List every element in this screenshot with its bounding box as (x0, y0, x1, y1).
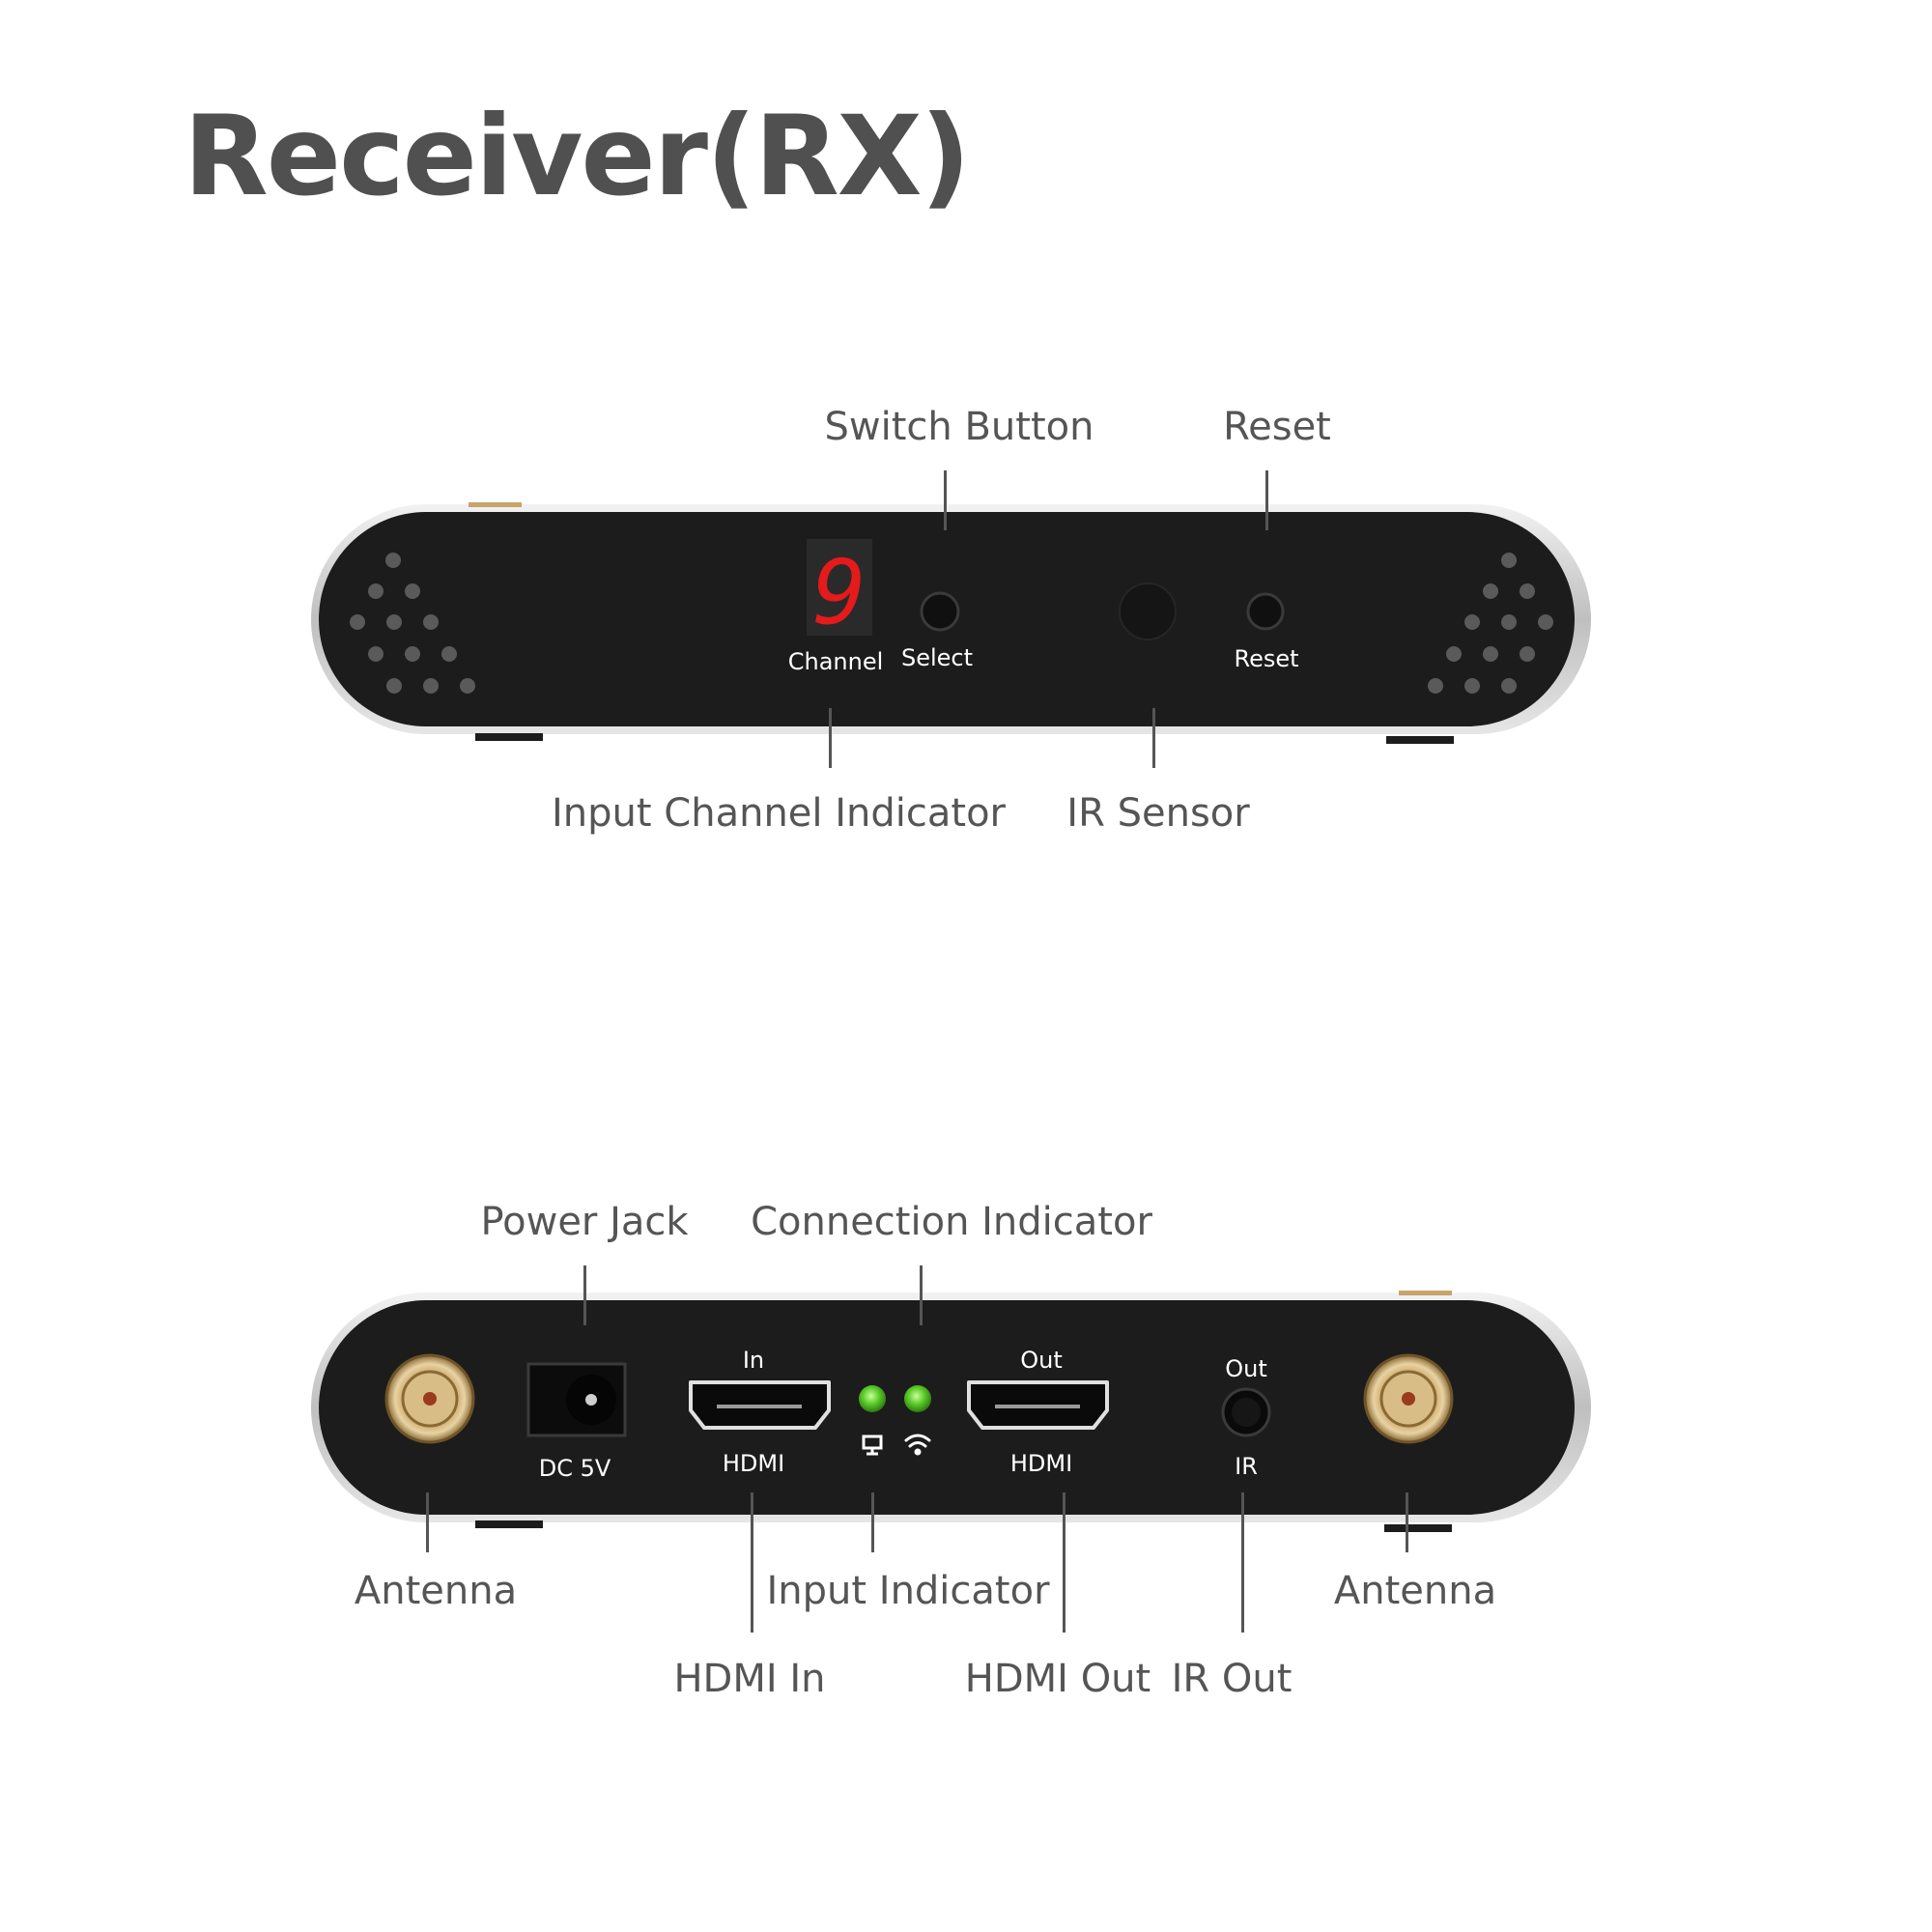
callout-connection-indicator: Connection Indicator (751, 1200, 1152, 1244)
hdmi-out-top-label: Out (1020, 1347, 1063, 1374)
seven-segment-display (807, 539, 872, 636)
speaker-grille-left (350, 553, 475, 694)
callout-input-indicator: Input Indicator (766, 1569, 1050, 1613)
callout-ir-out: IR Out (1171, 1657, 1293, 1701)
leader-switch-button (944, 470, 947, 530)
page-title: Receiver(RX) (184, 92, 971, 220)
channel-digit: 9 (812, 541, 866, 644)
power-jack (526, 1362, 627, 1437)
front-top-accent (469, 502, 522, 507)
select-button (920, 591, 960, 632)
hdmi-in-top-label: In (742, 1347, 765, 1374)
leader-connection-indicator (920, 1265, 923, 1325)
select-panel-label: Select (900, 644, 974, 671)
reset-button (1246, 592, 1285, 631)
connection-indicator-led (904, 1385, 931, 1412)
ir-out-jack (1221, 1387, 1271, 1437)
hdmi-out-port (967, 1380, 1109, 1430)
callout-ir-sensor: IR Sensor (1066, 791, 1250, 836)
callout-switch-button: Switch Button (824, 405, 1094, 449)
reset-panel-label: Reset (1234, 645, 1299, 672)
callout-reset: Reset (1223, 405, 1331, 449)
callout-antenna-right: Antenna (1333, 1569, 1497, 1613)
antenna-connector-right (1363, 1353, 1454, 1444)
callout-input-channel-indicator: Input Channel Indicator (552, 791, 1006, 836)
hdmi-in-bottom-label: HDMI (722, 1450, 785, 1477)
hdmi-in-port (689, 1380, 831, 1430)
monitor-icon (862, 1435, 883, 1456)
speaker-grille-right (1428, 553, 1553, 694)
rear-body (319, 1300, 1575, 1515)
antenna-connector-left (384, 1353, 475, 1444)
ir-sensor-window (1119, 582, 1177, 640)
callout-hdmi-out: HDMI Out (964, 1657, 1151, 1701)
ir-bottom-label: IR (1235, 1453, 1258, 1480)
dc-panel-label: DC 5V (538, 1455, 611, 1482)
wifi-icon (904, 1434, 931, 1456)
leader-hdmi-in (751, 1492, 753, 1633)
leader-hdmi-out (1063, 1492, 1065, 1633)
leader-ir-sensor (1152, 708, 1155, 768)
callout-power-jack: Power Jack (480, 1200, 689, 1244)
callout-antenna-left: Antenna (354, 1569, 518, 1613)
rear-foot-left (475, 1520, 543, 1528)
leader-reset (1265, 470, 1268, 530)
callout-hdmi-in: HDMI In (673, 1657, 826, 1701)
rear-top-accent (1399, 1291, 1452, 1295)
channel-panel-label: Channel (787, 648, 884, 675)
leader-input-indicator (871, 1492, 874, 1552)
leader-power-jack (583, 1265, 586, 1325)
front-foot-right (1386, 736, 1454, 744)
rear-foot-right (1384, 1524, 1452, 1532)
front-foot-left (475, 733, 543, 741)
leader-input-channel-indicator (829, 708, 832, 768)
leader-antenna-left (426, 1492, 429, 1552)
input-indicator-led (859, 1385, 886, 1412)
ir-top-label: Out (1225, 1355, 1267, 1382)
rear-panel (311, 1291, 1591, 1532)
leader-antenna-right (1406, 1492, 1408, 1552)
hdmi-out-bottom-label: HDMI (1009, 1450, 1073, 1477)
leader-ir-out (1241, 1492, 1244, 1633)
front-panel: 9 (311, 502, 1591, 744)
